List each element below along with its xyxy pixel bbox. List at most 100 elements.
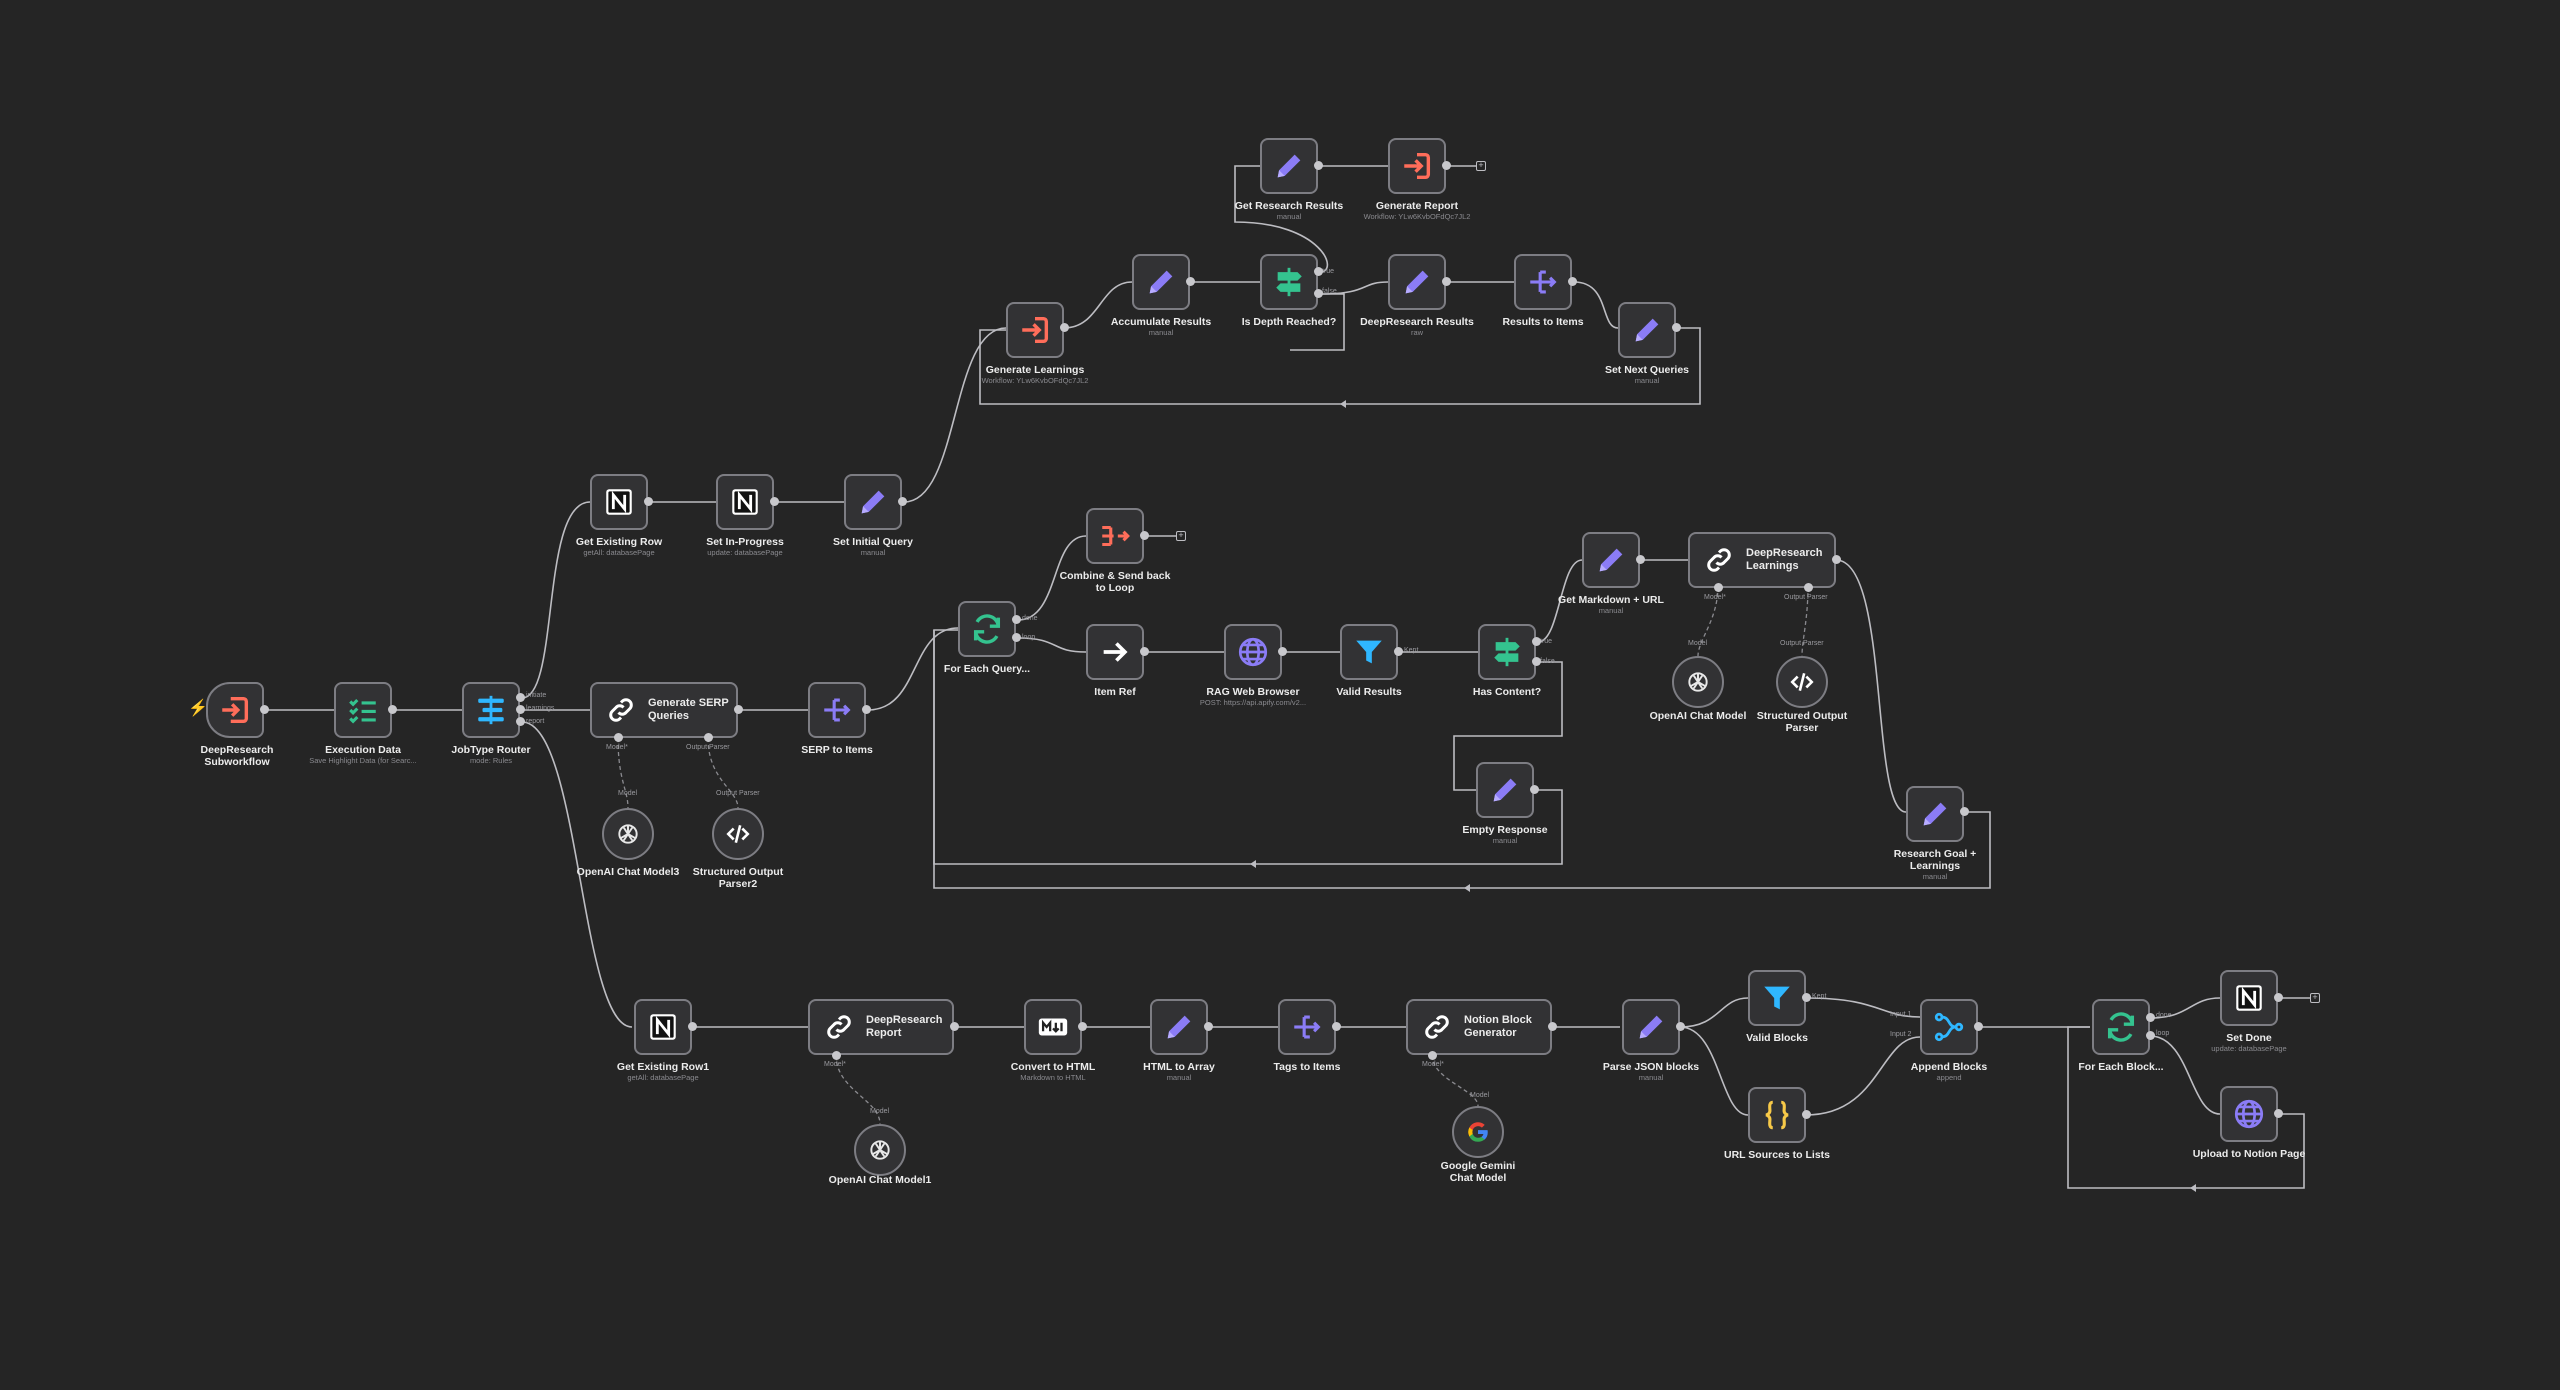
output-port[interactable] [1078, 1022, 1087, 1031]
add-node-plus-icon[interactable]: + [2310, 993, 2320, 1003]
node-for-each-query[interactable] [958, 601, 1016, 657]
node-append-blocks[interactable] [1920, 999, 1978, 1055]
node-url-sources-to-lists[interactable] [1748, 1087, 1806, 1143]
output-port[interactable] [1140, 647, 1149, 656]
output-port[interactable] [516, 705, 525, 714]
output-port[interactable] [516, 717, 525, 726]
output-port[interactable] [1532, 657, 1541, 666]
output-port[interactable] [688, 1022, 697, 1031]
output-port[interactable] [1530, 785, 1539, 794]
node-research-goal-learnings[interactable] [1906, 786, 1964, 842]
output-port[interactable] [1568, 277, 1577, 286]
node-combine-send-back[interactable] [1086, 508, 1144, 564]
output-port[interactable] [770, 497, 779, 506]
node-item-ref[interactable] [1086, 624, 1144, 680]
node-set-in-progress[interactable] [716, 474, 774, 530]
node-convert-to-html[interactable] [1024, 999, 1082, 1055]
node-openai-chat-model1[interactable] [854, 1124, 906, 1176]
output-port[interactable] [862, 705, 871, 714]
subnode-port[interactable] [1804, 583, 1813, 592]
output-port[interactable] [2274, 1109, 2283, 1118]
output-port[interactable] [1832, 555, 1841, 564]
node-get-research-results[interactable] [1260, 138, 1318, 194]
node-valid-blocks[interactable] [1748, 970, 1806, 1026]
node-tags-to-items[interactable] [1278, 999, 1336, 1055]
node-openai-chat-model3[interactable] [602, 808, 654, 860]
output-port[interactable] [260, 705, 269, 714]
output-port[interactable] [1394, 647, 1403, 656]
node-google-gemini-chat-model[interactable] [1452, 1106, 1504, 1158]
node-set-next-queries[interactable] [1618, 302, 1676, 358]
node-serp-to-items[interactable] [808, 682, 866, 738]
node-generate-report[interactable] [1388, 138, 1446, 194]
node-deepresearch-results[interactable] [1388, 254, 1446, 310]
node-is-depth-reached[interactable] [1260, 254, 1318, 310]
node-for-each-block[interactable] [2092, 999, 2150, 1055]
output-port[interactable] [2146, 1031, 2155, 1040]
output-port[interactable] [1960, 807, 1969, 816]
subnode-port[interactable] [614, 733, 623, 742]
node-accumulate-results[interactable] [1132, 254, 1190, 310]
node-structured-output-parser[interactable] [1776, 656, 1828, 708]
output-port[interactable] [1314, 267, 1323, 276]
node-get-existing-row[interactable] [590, 474, 648, 530]
output-port[interactable] [1314, 161, 1323, 170]
output-port[interactable] [1314, 289, 1323, 298]
node-upload-to-notion-page[interactable] [2220, 1086, 2278, 1142]
output-port[interactable] [734, 705, 743, 714]
output-port[interactable] [644, 497, 653, 506]
node-generate-serp-queries[interactable]: Generate SERP Queries [590, 682, 738, 738]
node-get-markdown-url[interactable] [1582, 532, 1640, 588]
node-openai-chat-model[interactable] [1672, 656, 1724, 708]
output-port[interactable] [1012, 615, 1021, 624]
subnode-port[interactable] [704, 733, 713, 742]
add-node-plus-icon[interactable]: + [1476, 161, 1486, 171]
node-has-content[interactable] [1478, 624, 1536, 680]
node-deepresearch-learnings[interactable]: DeepResearch Learnings [1688, 532, 1836, 588]
node-set-initial-query[interactable] [844, 474, 902, 530]
output-port[interactable] [516, 693, 525, 702]
output-port[interactable] [388, 705, 397, 714]
node-deepresearch-report[interactable]: DeepResearch Report [808, 999, 954, 1055]
subnode-port[interactable] [1428, 1051, 1437, 1060]
node-deepresearch-subworkflow[interactable] [206, 682, 264, 738]
output-port[interactable] [1532, 637, 1541, 646]
output-port[interactable] [1012, 633, 1021, 642]
output-port[interactable] [1802, 1110, 1811, 1119]
output-port[interactable] [1332, 1022, 1341, 1031]
output-port[interactable] [1548, 1022, 1557, 1031]
output-port[interactable] [1140, 531, 1149, 540]
node-execution-data[interactable] [334, 682, 392, 738]
pencil-icon [856, 485, 890, 519]
node-rag-web-browser[interactable] [1224, 624, 1282, 680]
output-port[interactable] [1974, 1022, 1983, 1031]
subnode-port[interactable] [832, 1051, 841, 1060]
node-generate-learnings[interactable] [1006, 302, 1064, 358]
node-jobtype-router[interactable] [462, 682, 520, 738]
node-parse-json-blocks[interactable] [1622, 999, 1680, 1055]
output-port[interactable] [1278, 647, 1287, 656]
node-results-to-items[interactable] [1514, 254, 1572, 310]
output-port[interactable] [1060, 323, 1069, 332]
output-port[interactable] [1636, 555, 1645, 564]
node-set-done[interactable] [2220, 970, 2278, 1026]
output-port[interactable] [2274, 993, 2283, 1002]
output-port[interactable] [898, 497, 907, 506]
output-port[interactable] [1442, 277, 1451, 286]
node-notion-block-generator[interactable]: Notion Block Generator [1406, 999, 1552, 1055]
output-port[interactable] [1802, 993, 1811, 1002]
output-port[interactable] [950, 1022, 959, 1031]
node-valid-results[interactable] [1340, 624, 1398, 680]
output-port[interactable] [1442, 161, 1451, 170]
output-port[interactable] [1204, 1022, 1213, 1031]
node-html-to-array[interactable] [1150, 999, 1208, 1055]
add-node-plus-icon[interactable]: + [1176, 531, 1186, 541]
output-port[interactable] [2146, 1013, 2155, 1022]
node-empty-response[interactable] [1476, 762, 1534, 818]
node-structured-output-parser2[interactable] [712, 808, 764, 860]
output-port[interactable] [1186, 277, 1195, 286]
output-port[interactable] [1672, 323, 1681, 332]
subnode-port[interactable] [1714, 583, 1723, 592]
node-get-existing-row1[interactable] [634, 999, 692, 1055]
output-port[interactable] [1676, 1022, 1685, 1031]
